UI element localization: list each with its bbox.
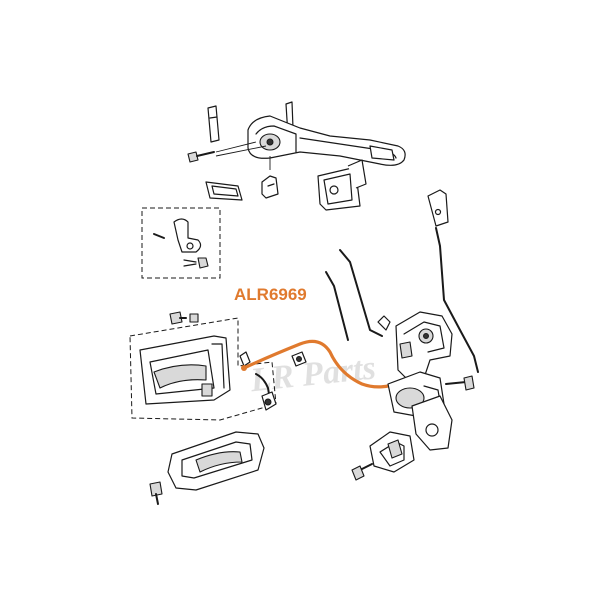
highlighted-release-cable xyxy=(242,339,412,389)
interior-handle-assembly xyxy=(129,311,307,421)
latch-mechanism xyxy=(325,189,479,451)
exterior-handle-assembly xyxy=(187,101,406,211)
door-striker xyxy=(351,431,415,481)
handle-bezel xyxy=(149,431,265,505)
lock-linkage-detail xyxy=(141,207,221,279)
part-number-label: ALR6969 xyxy=(234,285,307,304)
